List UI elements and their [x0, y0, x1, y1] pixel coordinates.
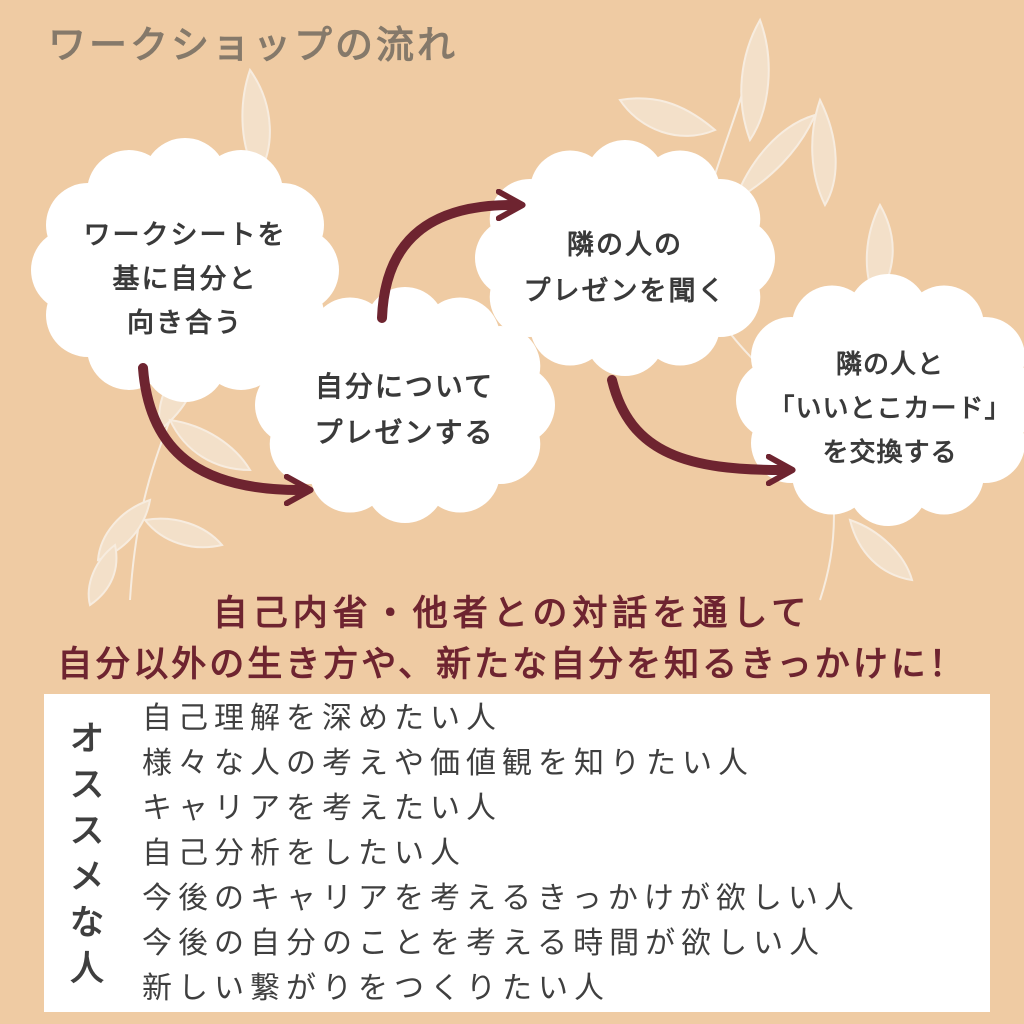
- step-2-text: 自分について プレゼンする: [314, 370, 495, 449]
- recommend-label-char: ス: [70, 811, 104, 851]
- recommend-label-char: 人: [70, 949, 104, 989]
- step-cloud-1: [31, 138, 339, 402]
- recommend-label-char: ス: [70, 765, 104, 805]
- step-cloud-3: [475, 140, 775, 376]
- flow-arrow-3: [607, 375, 782, 470]
- step-cloud-2: [255, 287, 555, 523]
- flow-arrow-2: [377, 205, 512, 323]
- list-item: 様々な人の考えや価値観を知りたい人: [142, 746, 754, 781]
- step-1-text: ワークシートを 基に自分と 向き合う: [83, 220, 287, 339]
- message-line-1: 自己内省・他者との対話を通して: [212, 594, 812, 634]
- list-item: 自己分析をしたい人: [142, 836, 466, 871]
- recommend-label-char: な: [70, 903, 104, 943]
- list-item: キャリアを考えたい人: [142, 791, 502, 826]
- list-item: 今後のキャリアを考えるきっかけが欲しい人: [142, 881, 860, 916]
- step-3-text: 隣の人の プレゼンを聞く: [523, 230, 727, 307]
- step-cloud-4: [736, 274, 1024, 526]
- recommend-list: 自己理解を深めたい人 様々な人の考えや価値観を知りたい人 キャリアを考えたい人 …: [142, 696, 860, 1011]
- list-item: 自己理解を深めたい人: [142, 701, 502, 736]
- list-item: 今後の自分のことを考える時間が欲しい人: [142, 926, 826, 961]
- recommend-label: オ ス ス メ な 人: [64, 716, 110, 992]
- page-title: ワークショップの流れ: [48, 23, 459, 67]
- list-item: 新しい繋がりをつくりたい人: [142, 971, 610, 1006]
- recommend-label-char: オ: [70, 719, 104, 759]
- recommend-label-char: メ: [70, 857, 104, 897]
- flow-arrow-1: [138, 363, 300, 490]
- step-4-text: 隣の人と 「いいとこカード」 を交換する: [768, 350, 1012, 468]
- message-line-2: 自分以外の生き方や、新たな自分を知るきっかけに！: [57, 645, 967, 685]
- recommend-box: オ ス ス メ な 人 自己理解を深めたい人 様々な人の考えや価値観を知りたい人…: [44, 694, 990, 1012]
